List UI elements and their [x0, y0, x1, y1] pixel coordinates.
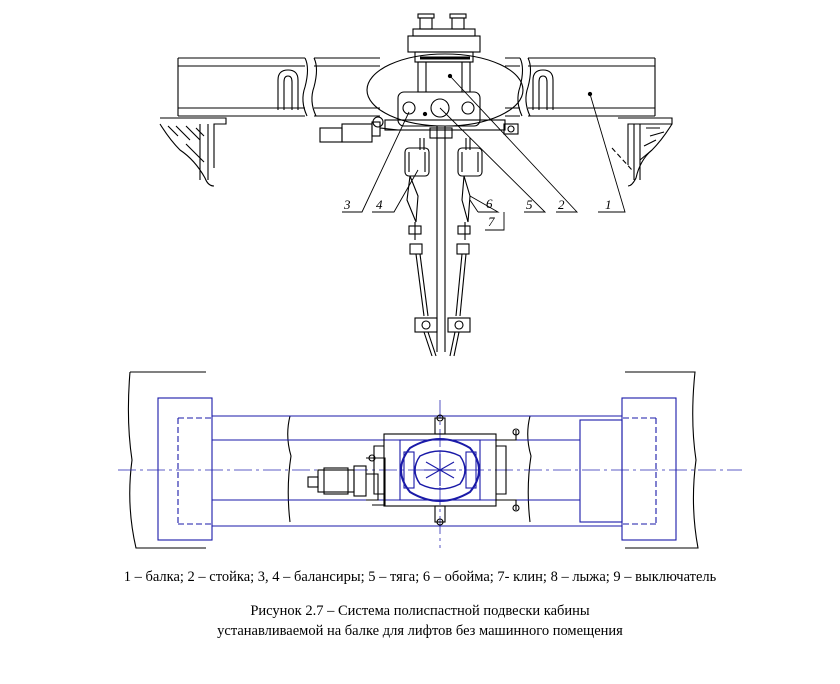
caption-line-2: устанавливаемой на балке для лифтов без …	[217, 623, 623, 639]
callout-5: 5	[526, 197, 533, 212]
left-support	[159, 117, 227, 187]
balancer-plate	[397, 73, 481, 127]
central-block-plan	[373, 414, 520, 526]
caption-line-1: Рисунок 2.7 – Система полиспастной подве…	[250, 603, 590, 619]
figure-caption: Рисунок 2.7 – Система полиспастной подве…	[0, 601, 840, 641]
callout-6: 6	[486, 196, 493, 211]
top-fitting	[407, 13, 481, 93]
left-hanger	[404, 138, 438, 357]
callout-3: 3	[343, 197, 351, 212]
right-hanger	[447, 138, 483, 357]
technical-drawing: 3 4 5 2 1 6 7	[118, 13, 742, 549]
leader-lines	[342, 75, 626, 231]
callout-4: 4	[376, 197, 383, 212]
right-support	[611, 117, 673, 187]
beam-1	[177, 57, 656, 117]
limit-switch	[319, 116, 399, 143]
front-elevation	[159, 13, 673, 357]
limit-switch-plan	[307, 454, 386, 506]
plan-view	[118, 371, 742, 549]
callout-1: 1	[605, 197, 612, 212]
callout-7: 7	[488, 214, 495, 229]
legend: 1 – балка; 2 – стойка; 3, 4 – балансиры;…	[123, 569, 717, 585]
callout-2: 2	[558, 197, 565, 212]
